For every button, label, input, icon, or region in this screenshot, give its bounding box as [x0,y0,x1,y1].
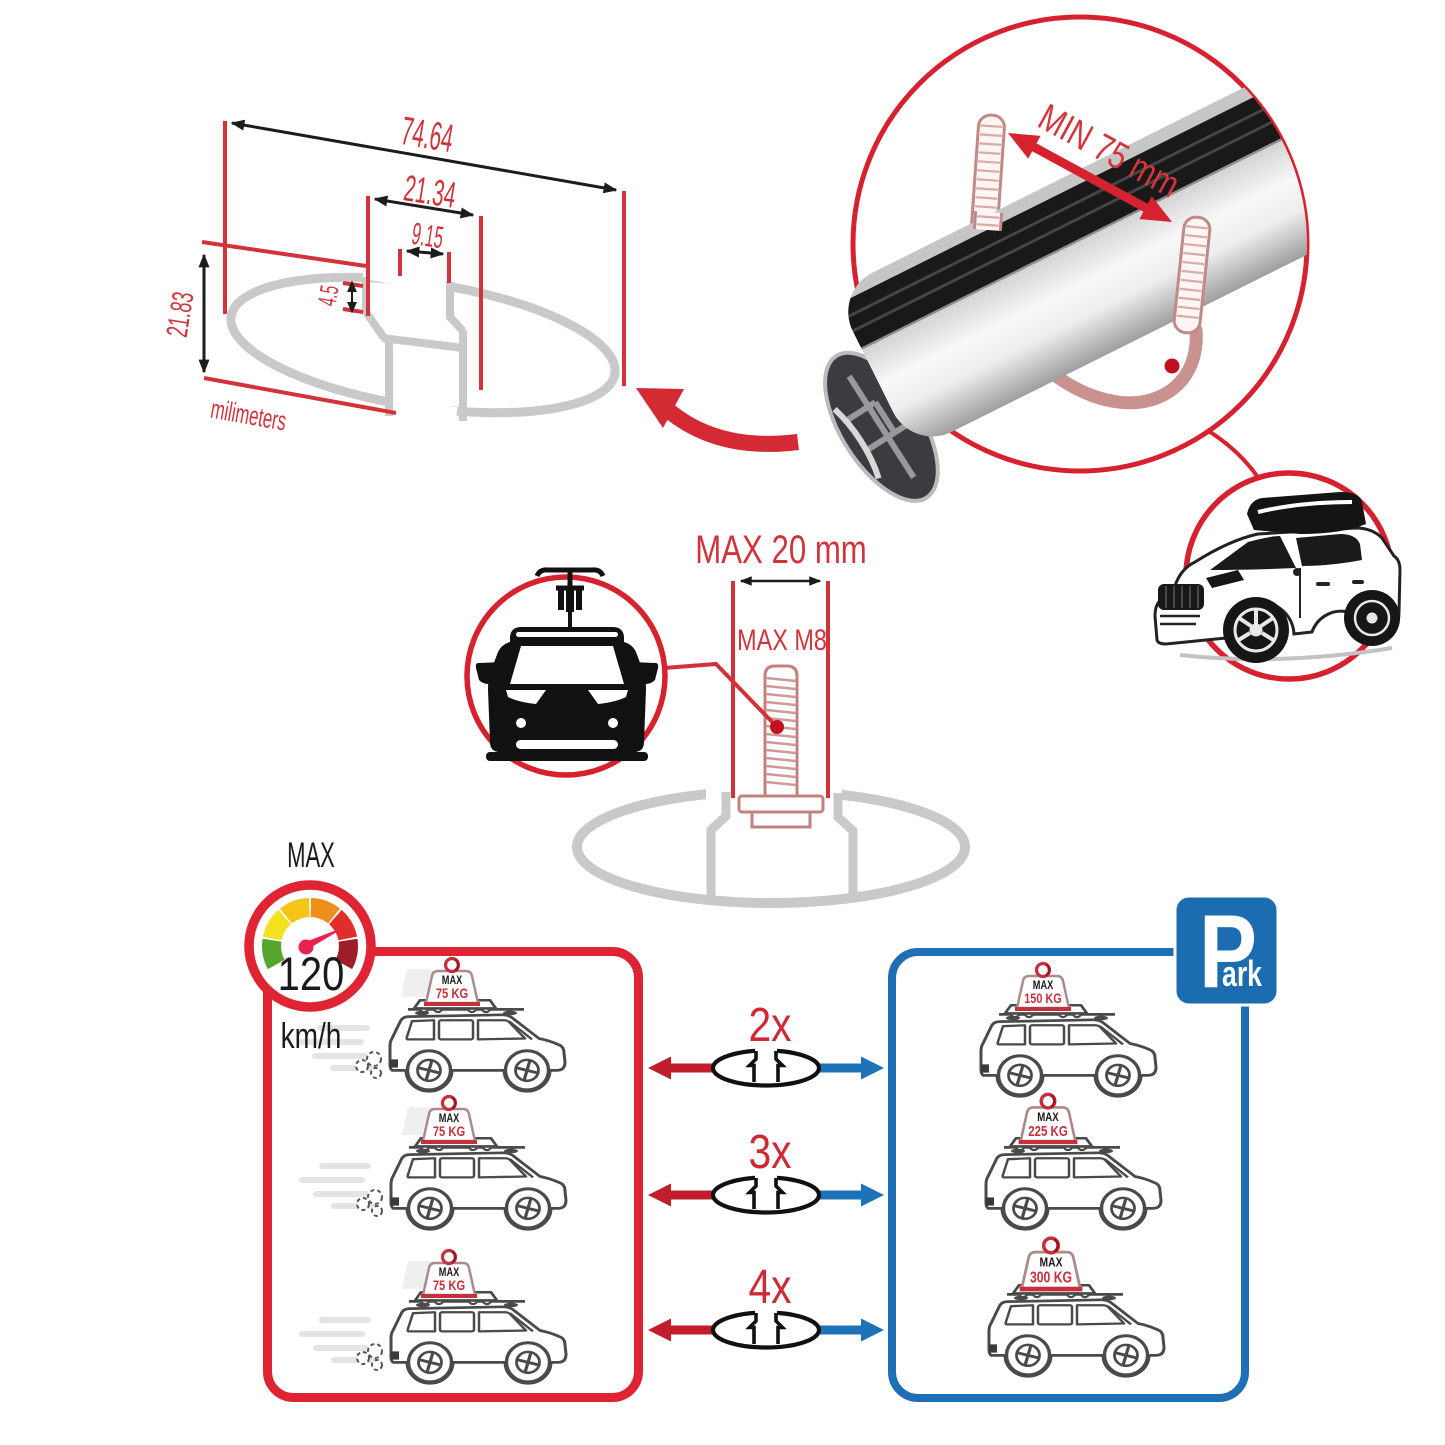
svg-text:ark: ark [1222,953,1263,994]
svg-text:75 KG: 75 KG [433,1278,465,1293]
svg-text:120: 120 [278,949,345,1001]
svg-text:300 KG: 300 KG [1030,1268,1072,1286]
svg-text:75 KG: 75 KG [436,986,468,1001]
svg-text:74.64: 74.64 [398,108,457,161]
svg-text:21.34: 21.34 [401,168,459,216]
svg-text:MAX M8: MAX M8 [737,623,827,656]
svg-text:MAX 20 mm: MAX 20 mm [695,527,867,572]
svg-text:2x: 2x [748,999,791,1052]
svg-text:km/h: km/h [281,1016,342,1056]
svg-text:MAX: MAX [439,1113,459,1125]
svg-text:9.15: 9.15 [409,218,445,256]
svg-text:4x: 4x [748,1261,791,1314]
svg-text:3x: 3x [748,1126,791,1179]
svg-text:150 KG: 150 KG [1024,991,1062,1007]
svg-text:225 KG: 225 KG [1028,1122,1067,1139]
svg-text:4.5: 4.5 [313,284,344,308]
svg-text:MAX: MAX [1040,1256,1063,1270]
svg-text:MAX: MAX [439,1267,459,1279]
svg-text:P: P [1199,894,1257,1010]
svg-text:MAX: MAX [1033,980,1053,992]
svg-text:75 KG: 75 KG [433,1124,465,1139]
svg-text:MAX: MAX [1037,1111,1059,1124]
svg-text:MAX: MAX [287,837,335,875]
svg-text:21.83: 21.83 [161,290,200,340]
svg-text:MAX: MAX [442,975,462,987]
